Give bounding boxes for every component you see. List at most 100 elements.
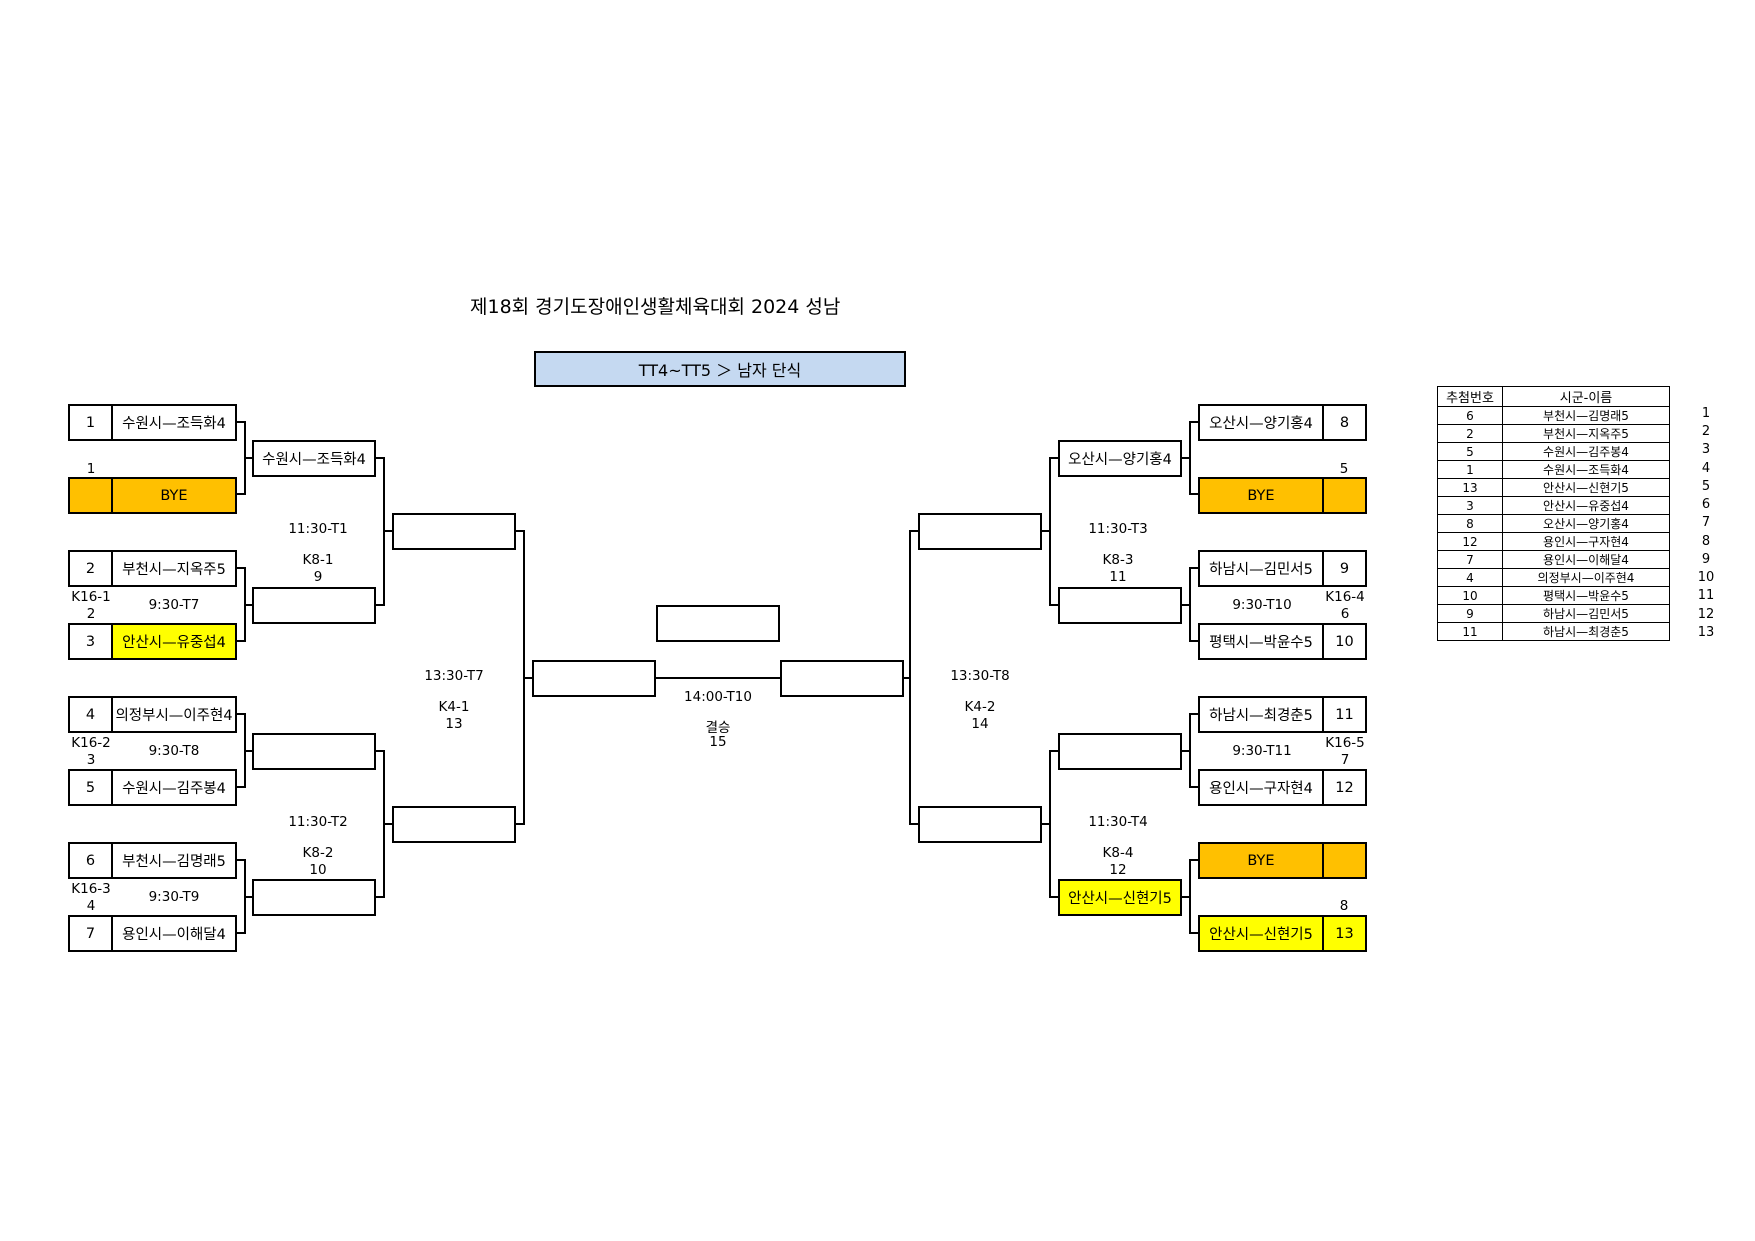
entry-seed: 10	[1322, 623, 1367, 660]
entry-name: 수원시—김주봉4	[111, 769, 237, 806]
draw-number: 4	[1437, 568, 1503, 587]
sequence-number: 9	[1701, 552, 1711, 567]
entry-seed: 12	[1322, 769, 1367, 806]
match-code: K8-4	[1102, 845, 1134, 861]
match-number: 10	[309, 862, 327, 878]
draw-number: 9	[1437, 604, 1503, 623]
final-number: 15	[709, 734, 727, 750]
sequence-number: 5	[1701, 479, 1711, 494]
match-slot-highlight: 안산시—신현기5	[1058, 879, 1182, 916]
player-name: 부천시—지옥주5	[1502, 424, 1670, 443]
entry-name-highlight: 안산시—신현기5	[1198, 915, 1324, 952]
match-code: K4-1	[438, 699, 470, 715]
match-number: 8	[1339, 898, 1349, 914]
match-slot	[1058, 733, 1182, 770]
match-time: 13:30-T8	[950, 668, 1010, 684]
match-slot	[252, 879, 376, 916]
match-code: K16-5	[1325, 735, 1365, 751]
champion-slot	[656, 605, 780, 642]
match-code: K8-2	[302, 845, 334, 861]
match-number: 7	[1340, 752, 1350, 768]
match-number: 9	[313, 569, 323, 585]
column-header: 추첨번호	[1437, 386, 1503, 407]
entry-seed: 1	[68, 404, 113, 441]
sequence-number: 10	[1697, 570, 1715, 585]
entry-seed: 4	[68, 696, 113, 733]
entry-name: 용인시—이해달4	[111, 915, 237, 952]
match-time: 11:30-T2	[288, 814, 348, 830]
match-code: K16-4	[1325, 589, 1365, 605]
entry-seed: 2	[68, 550, 113, 587]
sequence-number: 7	[1701, 515, 1711, 530]
sequence-number: 11	[1697, 588, 1715, 603]
entry-name-bye: BYE	[1198, 842, 1324, 879]
semifinal-slot-right	[780, 660, 904, 697]
match-time: 11:30-T1	[288, 521, 348, 537]
match-slot	[252, 733, 376, 770]
match-code: K16-1	[71, 589, 111, 605]
player-name: 부천시—김명래5	[1502, 406, 1670, 425]
player-name: 안산시—신현기5	[1502, 478, 1670, 497]
bracket-connector	[1189, 567, 1198, 642]
match-slot: 오산시—양기홍4	[1058, 440, 1182, 477]
bracket-connector	[1189, 859, 1198, 934]
entry-name: 수원시—조득화4	[111, 404, 237, 441]
match-slot	[392, 806, 516, 843]
match-number: 5	[1339, 461, 1349, 477]
match-code: K8-1	[302, 552, 334, 568]
match-time: 9:30-T11	[1232, 743, 1292, 759]
entry-name: 하남시—최경춘5	[1198, 696, 1324, 733]
sequence-number: 13	[1697, 625, 1715, 640]
bracket-connector	[1049, 750, 1058, 898]
match-slot	[918, 513, 1042, 550]
match-code: K16-3	[71, 881, 111, 897]
table-header-row: 추첨번호 시군-이름	[1437, 386, 1670, 407]
player-name: 안산시—유중섭4	[1502, 496, 1670, 515]
final-time: 14:00-T10	[684, 689, 752, 705]
player-name: 평택시—박윤수5	[1502, 586, 1670, 605]
entry-seed: 3	[68, 623, 113, 660]
draw-number: 10	[1437, 586, 1503, 605]
sequence-number: 6	[1701, 497, 1711, 512]
entry-seed: 9	[1322, 550, 1367, 587]
match-number: 1	[86, 461, 96, 477]
draw-number: 6	[1437, 406, 1503, 425]
match-number: 11	[1109, 569, 1127, 585]
sequence-number: 4	[1701, 461, 1711, 476]
match-time: 13:30-T7	[424, 668, 484, 684]
player-name: 하남시—김민서5	[1502, 604, 1670, 623]
entry-seed	[1322, 477, 1367, 514]
draw-number: 1	[1437, 460, 1503, 479]
final-code: 결승	[705, 720, 731, 736]
match-code: K8-3	[1102, 552, 1134, 568]
bracket-connector	[237, 859, 246, 934]
entry-name: 용인시—구자현4	[1198, 769, 1324, 806]
entry-seed: 13	[1322, 915, 1367, 952]
entry-name: 평택시—박윤수5	[1198, 623, 1324, 660]
semifinal-slot-left	[532, 660, 656, 697]
entry-seed: 7	[68, 915, 113, 952]
entry-seed: 5	[68, 769, 113, 806]
entry-seed	[68, 477, 113, 514]
match-number: 12	[1109, 862, 1127, 878]
entry-name-bye: BYE	[1198, 477, 1324, 514]
sequence-number: 12	[1697, 607, 1715, 622]
bracket-connector	[909, 530, 918, 825]
column-header: 시군-이름	[1502, 386, 1670, 407]
match-number: 14	[971, 716, 989, 732]
entry-name: 의정부시—이주현4	[111, 696, 237, 733]
sequence-number: 2	[1701, 424, 1711, 439]
bracket-connector	[237, 421, 246, 495]
match-slot	[918, 806, 1042, 843]
